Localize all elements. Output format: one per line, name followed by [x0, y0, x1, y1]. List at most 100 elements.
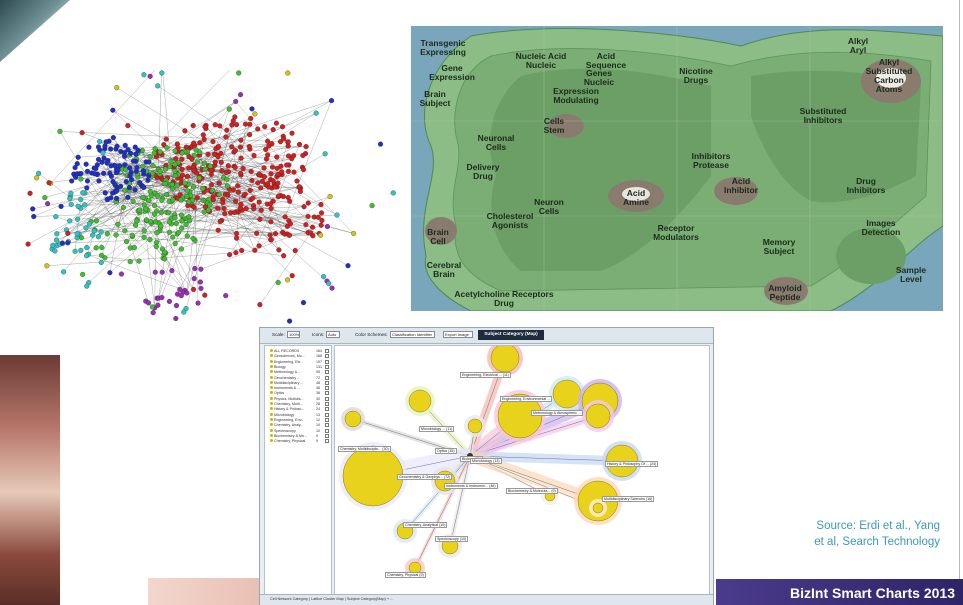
tree-item[interactable]: Instruments & ...46: [270, 386, 329, 391]
tree-item-checkbox[interactable]: [325, 375, 329, 380]
cluster-node-label[interactable]: Geochemistry & Geophys... (72): [397, 474, 453, 480]
network-node: [78, 176, 84, 182]
network-node: [231, 209, 238, 216]
network-node: [296, 184, 302, 190]
export-image-button[interactable]: Export Image: [443, 331, 473, 338]
icons-select[interactable]: Auto: [326, 331, 340, 338]
cluster-node-label[interactable]: Biochemistry & Molecula... (9): [506, 488, 558, 494]
terrain-label: Transgenic Expressing: [420, 38, 466, 57]
network-edge: [236, 124, 246, 239]
tree-item-checkbox[interactable]: [325, 349, 329, 353]
network-edge: [85, 211, 237, 229]
tree-item-checkbox[interactable]: [325, 439, 329, 444]
tree-item-checkbox[interactable]: [325, 423, 329, 428]
cluster-node-label[interactable]: Meteorology & Atmospheric ...: [531, 410, 583, 416]
network-edge: [233, 151, 244, 169]
tree-item[interactable]: Geochemistry ...72: [270, 375, 329, 381]
cluster-node-label[interactable]: History & Philosophy Of ... (24): [605, 461, 659, 467]
tree-item-checkbox[interactable]: [325, 380, 329, 385]
network-node: [86, 144, 92, 150]
network-node: [163, 136, 169, 142]
network-edge: [59, 131, 281, 142]
cluster-node-label[interactable]: Instruments & Instrumen... (46): [444, 483, 498, 489]
tree-item-count: 9: [316, 439, 318, 444]
network-node: [232, 114, 238, 120]
network-node: [108, 195, 114, 201]
tree-item[interactable]: Engineering, Env...12: [270, 417, 329, 423]
scale-select[interactable]: 100%: [287, 331, 300, 338]
tree-item[interactable]: History & Philoso...24: [270, 407, 329, 412]
tree-item-checkbox[interactable]: [325, 407, 329, 412]
tree-item[interactable]: Geosciences, Mu...168: [270, 354, 329, 359]
network-edge: [46, 252, 236, 267]
network-node: [319, 217, 325, 223]
tree-item-checkbox[interactable]: [325, 386, 329, 391]
cluster-node-label[interactable]: Spectroscopy (10): [435, 536, 469, 542]
cluster-node-label[interactable]: Engineering, Environmental ...: [500, 396, 553, 402]
cluster-map-canvas[interactable]: Engineering, Electrical ... (11) Engineer…: [334, 340, 710, 597]
tree-item-checkbox[interactable]: [325, 412, 329, 417]
tree-item-checkbox[interactable]: [325, 402, 329, 406]
tree-item-checkbox[interactable]: [325, 417, 329, 422]
network-node: [281, 253, 287, 259]
network-node: [255, 126, 261, 132]
cluster-node: [592, 502, 604, 514]
terrain-label: Brain Subject: [419, 89, 451, 108]
category-icon: [270, 402, 273, 405]
network-node: [252, 111, 258, 117]
network-node: [265, 181, 271, 187]
tree-item-checkbox[interactable]: [325, 433, 329, 438]
cluster-node-label[interactable]: Engineering, Electrical ... (11): [460, 372, 511, 378]
terrain-label: Substituted Inhibitors: [799, 106, 847, 125]
network-edge: [186, 126, 206, 293]
cluster-node-label[interactable]: Optics (35): [435, 448, 457, 454]
terrain-label: Cerebral Brain: [426, 260, 462, 279]
cluster-node: [490, 343, 520, 373]
tree-item-label: Multidisciplinary ...: [274, 380, 304, 385]
tree-item[interactable]: Multidisciplinary ...48: [270, 380, 329, 386]
decorative-side-image: [0, 355, 60, 605]
cluster-node-label[interactable]: Chemistry, Physical (9): [385, 572, 426, 578]
tree-item[interactable]: Biochemistry & Mo...9: [270, 433, 329, 439]
network-node: [194, 159, 200, 165]
tree-item-label: Chemistry, Multi...: [274, 402, 303, 406]
cluster-node-label[interactable]: Microbiology ... (11): [419, 426, 455, 432]
tree-item-label: Spectroscopy: [274, 428, 296, 433]
tree-item-checkbox[interactable]: [325, 391, 329, 396]
tree-item-checkbox[interactable]: [325, 364, 329, 369]
network-node: [275, 279, 281, 286]
network-node: [182, 180, 188, 186]
network-edge: [109, 173, 168, 213]
cluster-node-label[interactable]: Microbiology (13): [470, 458, 502, 464]
tree-item[interactable]: Engineering, Ele...157: [270, 359, 329, 365]
network-node: [159, 294, 165, 301]
cluster-node-label[interactable]: Multidisciplinary Sciences (16): [602, 496, 655, 502]
tree-item-checkbox[interactable]: [325, 396, 329, 401]
color-schemes-select[interactable]: Classification Identifier: [390, 331, 435, 338]
network-node: [229, 144, 235, 150]
tree-item[interactable]: Physics, Multidis...30: [270, 396, 329, 402]
tab-subject-category-map[interactable]: Subject Category (Map): [478, 330, 544, 340]
category-icon: [270, 433, 273, 437]
tree-item[interactable]: Chemistry, Multi...28: [270, 402, 329, 407]
tree-item-checkbox[interactable]: [325, 428, 329, 433]
tree-item-checkbox[interactable]: [325, 370, 329, 375]
tree-item[interactable]: Meteorology & ...95: [270, 370, 329, 375]
network-node: [249, 106, 255, 112]
network-node: [152, 146, 158, 152]
network-node: [190, 184, 197, 190]
cluster-node-label[interactable]: Chemistry, Analytical (10): [403, 522, 448, 528]
cluster-node-label[interactable]: Chemistry, Multidisciplin... (30): [338, 446, 391, 452]
network-node: [175, 230, 182, 236]
tree-item[interactable]: Chemistry, Analy...10: [270, 423, 329, 428]
tree-item-checkbox[interactable]: [325, 359, 329, 364]
network-node: [220, 200, 226, 206]
network-edge: [214, 165, 261, 176]
tree-item-checkbox[interactable]: [325, 354, 329, 359]
